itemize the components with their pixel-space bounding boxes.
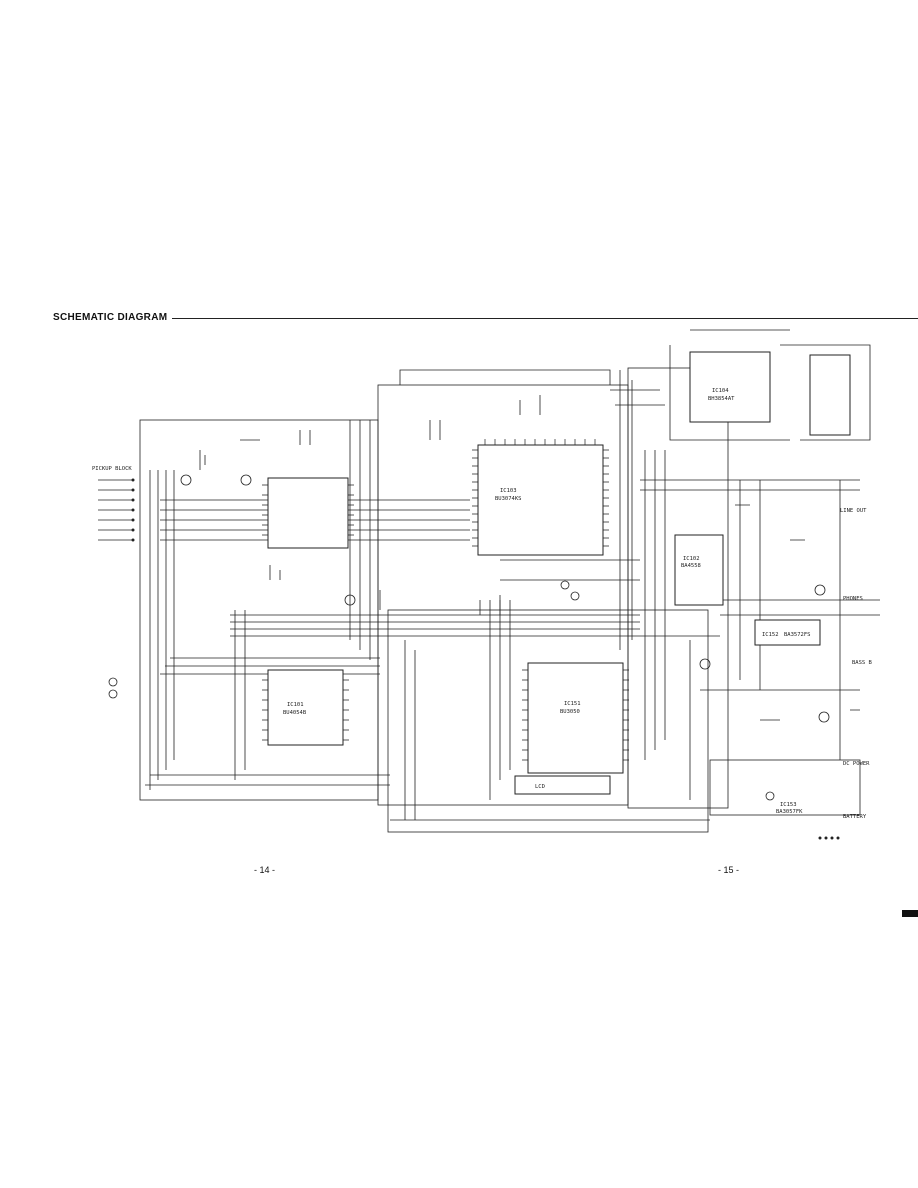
lcd-label: LCD	[535, 784, 545, 790]
pickup-label: PICKUP BLOCK	[92, 466, 132, 472]
ic153-package	[674, 534, 724, 606]
ic101-package	[267, 669, 344, 746]
ic151-package	[527, 662, 624, 774]
lcd-package	[514, 775, 611, 795]
page-number-left: - 14 -	[254, 865, 276, 875]
title-rule	[172, 318, 918, 319]
ic152-part: BA3572FS	[784, 632, 811, 638]
page-title: SCHEMATIC DIAGRAM	[53, 312, 168, 323]
phones-label: PHONES	[843, 596, 863, 602]
ic104-top-package	[689, 351, 771, 423]
ic103-ref: IC103	[500, 488, 517, 494]
ic153-ref: IC153	[780, 802, 797, 808]
ic151-ref: IC151	[564, 701, 581, 707]
connector-block	[809, 354, 851, 436]
ic102-ref: IC102	[683, 556, 700, 562]
corner-registration-mark	[902, 910, 918, 917]
ic101-ref: IC101	[287, 702, 304, 708]
dc-power-label: DC POWER	[843, 761, 870, 767]
ic103-package	[477, 444, 604, 556]
line-out-label: LINE OUT	[840, 508, 867, 514]
ic104-package	[267, 477, 349, 549]
ic104-part: BH3854AT	[708, 396, 735, 402]
ic102-part: BA4558	[681, 563, 701, 569]
ic152-package	[754, 619, 821, 646]
ic101-part: BU4054B	[283, 710, 307, 716]
battery-label: BATTERY	[843, 814, 867, 820]
ic103-part: BU3074KS	[495, 496, 522, 502]
ic153-part: BA3057FK	[776, 809, 803, 815]
ic151-part: BU3050	[560, 709, 580, 715]
bass-label: BASS B	[852, 660, 873, 666]
page-number-right: - 15 -	[718, 865, 740, 875]
ic152-ref: IC152	[762, 632, 779, 638]
ic104-ref: IC104	[712, 388, 729, 394]
